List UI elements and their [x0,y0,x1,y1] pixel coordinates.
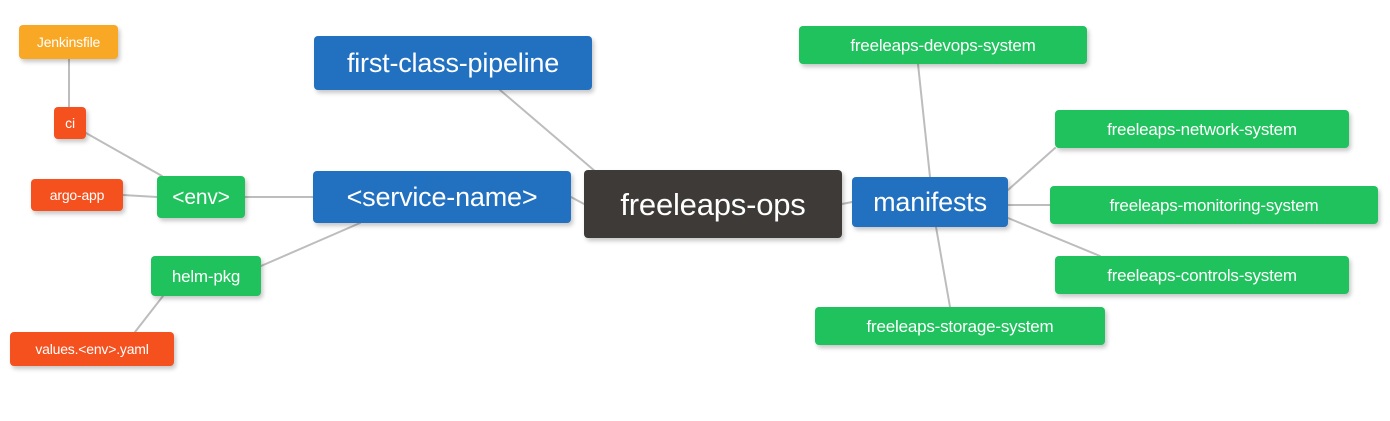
node-label-root: freeleaps-ops [620,186,806,222]
node-label-monitoring-system: freeleaps-monitoring-system [1109,195,1319,215]
edge-helm-pkg-values-yaml [134,295,164,333]
node-root[interactable]: freeleaps-ops [584,170,842,238]
node-argo-app[interactable]: argo-app [31,179,123,211]
node-ci[interactable]: ci [54,107,86,139]
node-label-service-name: <service-name> [346,181,538,212]
edge-root-manifests [841,201,853,205]
node-label-ci: ci [65,115,75,131]
node-service-name[interactable]: <service-name> [313,171,571,223]
node-first-class-pipeline[interactable]: first-class-pipeline [314,36,592,90]
node-label-helm-pkg: helm-pkg [171,266,241,286]
node-storage-system[interactable]: freeleaps-storage-system [815,307,1105,345]
node-label-first-class-pipeline: first-class-pipeline [346,47,560,78]
node-manifests[interactable]: manifests [852,177,1008,227]
node-controls-system[interactable]: freeleaps-controls-system [1055,256,1349,294]
node-label-values-yaml: values.<env>.yaml [35,341,149,357]
edge-env-ci [85,132,163,177]
node-helm-pkg[interactable]: helm-pkg [151,256,261,296]
edge-root-service-name [570,196,585,205]
node-label-network-system: freeleaps-network-system [1107,119,1297,139]
node-label-env: <env> [172,185,230,209]
edge-service-name-helm-pkg [260,222,361,267]
edge-manifests-devops-system [917,63,931,178]
node-label-manifests: manifests [873,186,987,217]
node-label-jenkinsfile: Jenkinsfile [36,34,101,50]
edge-root-first-class-pipeline [499,89,597,173]
node-env[interactable]: <env> [157,176,245,218]
node-label-argo-app: argo-app [49,187,105,203]
node-values-yaml[interactable]: values.<env>.yaml [10,332,174,366]
edge-manifests-network-system [1007,147,1056,191]
node-jenkinsfile[interactable]: Jenkinsfile [19,25,118,59]
edge-manifests-storage-system [935,226,951,308]
node-label-devops-system: freeleaps-devops-system [850,35,1036,55]
node-devops-system[interactable]: freeleaps-devops-system [799,26,1087,64]
node-network-system[interactable]: freeleaps-network-system [1055,110,1349,148]
node-label-storage-system: freeleaps-storage-system [866,316,1054,336]
edge-env-argo-app [122,194,158,198]
node-monitoring-system[interactable]: freeleaps-monitoring-system [1050,186,1378,224]
node-label-controls-system: freeleaps-controls-system [1107,265,1297,285]
